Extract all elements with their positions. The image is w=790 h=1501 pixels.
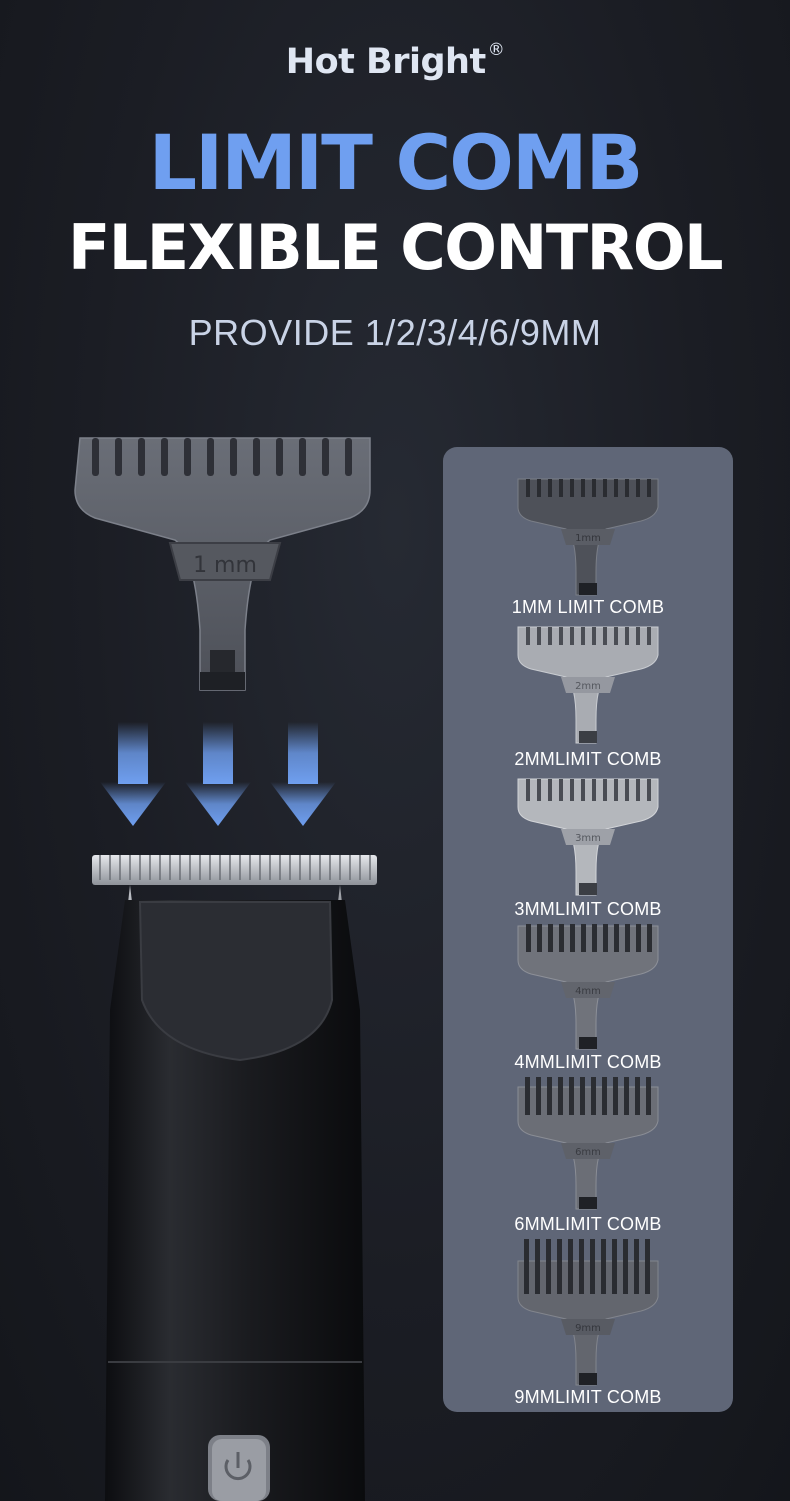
down-arrow-icon (270, 722, 336, 826)
comb-sizes-panel: 1mm 1MM LIMIT COMB 2mm 2MMLIMIT COMB 3mm… (443, 447, 733, 1412)
comb-caption: 1MM LIMIT COMB (511, 597, 665, 617)
brand-logo: Hot Bright® (0, 40, 790, 82)
comb-caption: 6MMLIMIT COMB (514, 1214, 662, 1234)
comb-size-label: 4mm (575, 986, 601, 997)
insert-direction-arrows (100, 722, 336, 826)
comb-size-label: 1mm (575, 533, 601, 544)
headline-limit-comb: LIMIT COMB (148, 118, 644, 207)
registered-mark: ® (487, 40, 505, 60)
comb-caption: 3MMLIMIT COMB (514, 899, 662, 919)
headline-subtitle: PROVIDE 1/2/3/4/6/9MM (188, 312, 602, 353)
large-limit-comb-image: 1 mm (74, 437, 371, 691)
comb-size-label: 6mm (575, 1147, 601, 1158)
limit-comb-image: 9mm (517, 1239, 659, 1386)
comb-size-label: 9mm (575, 1323, 601, 1334)
trimmer-image (92, 855, 377, 1501)
headline-flexible-control: FLEXIBLE CONTROL (67, 211, 724, 284)
comb-caption: 2MMLIMIT COMB (514, 749, 662, 769)
brand-name: Hot Bright (285, 42, 486, 82)
comb-caption: 4MMLIMIT COMB (514, 1052, 662, 1072)
large-comb-size-label: 1 mm (193, 553, 257, 578)
limit-comb-image: 4mm (517, 924, 659, 1050)
limit-comb-image: 2mm (517, 626, 659, 744)
down-arrow-icon (185, 722, 251, 826)
limit-comb-image: 3mm (517, 778, 659, 896)
limit-comb-image: 6mm (517, 1077, 659, 1210)
power-icon (224, 1452, 252, 1481)
down-arrow-icon (100, 722, 166, 826)
limit-comb-image: 1mm (517, 478, 659, 596)
comb-size-label: 3mm (575, 833, 601, 844)
comb-size-label: 2mm (575, 681, 601, 692)
comb-caption: 9MMLIMIT COMB (514, 1387, 662, 1407)
